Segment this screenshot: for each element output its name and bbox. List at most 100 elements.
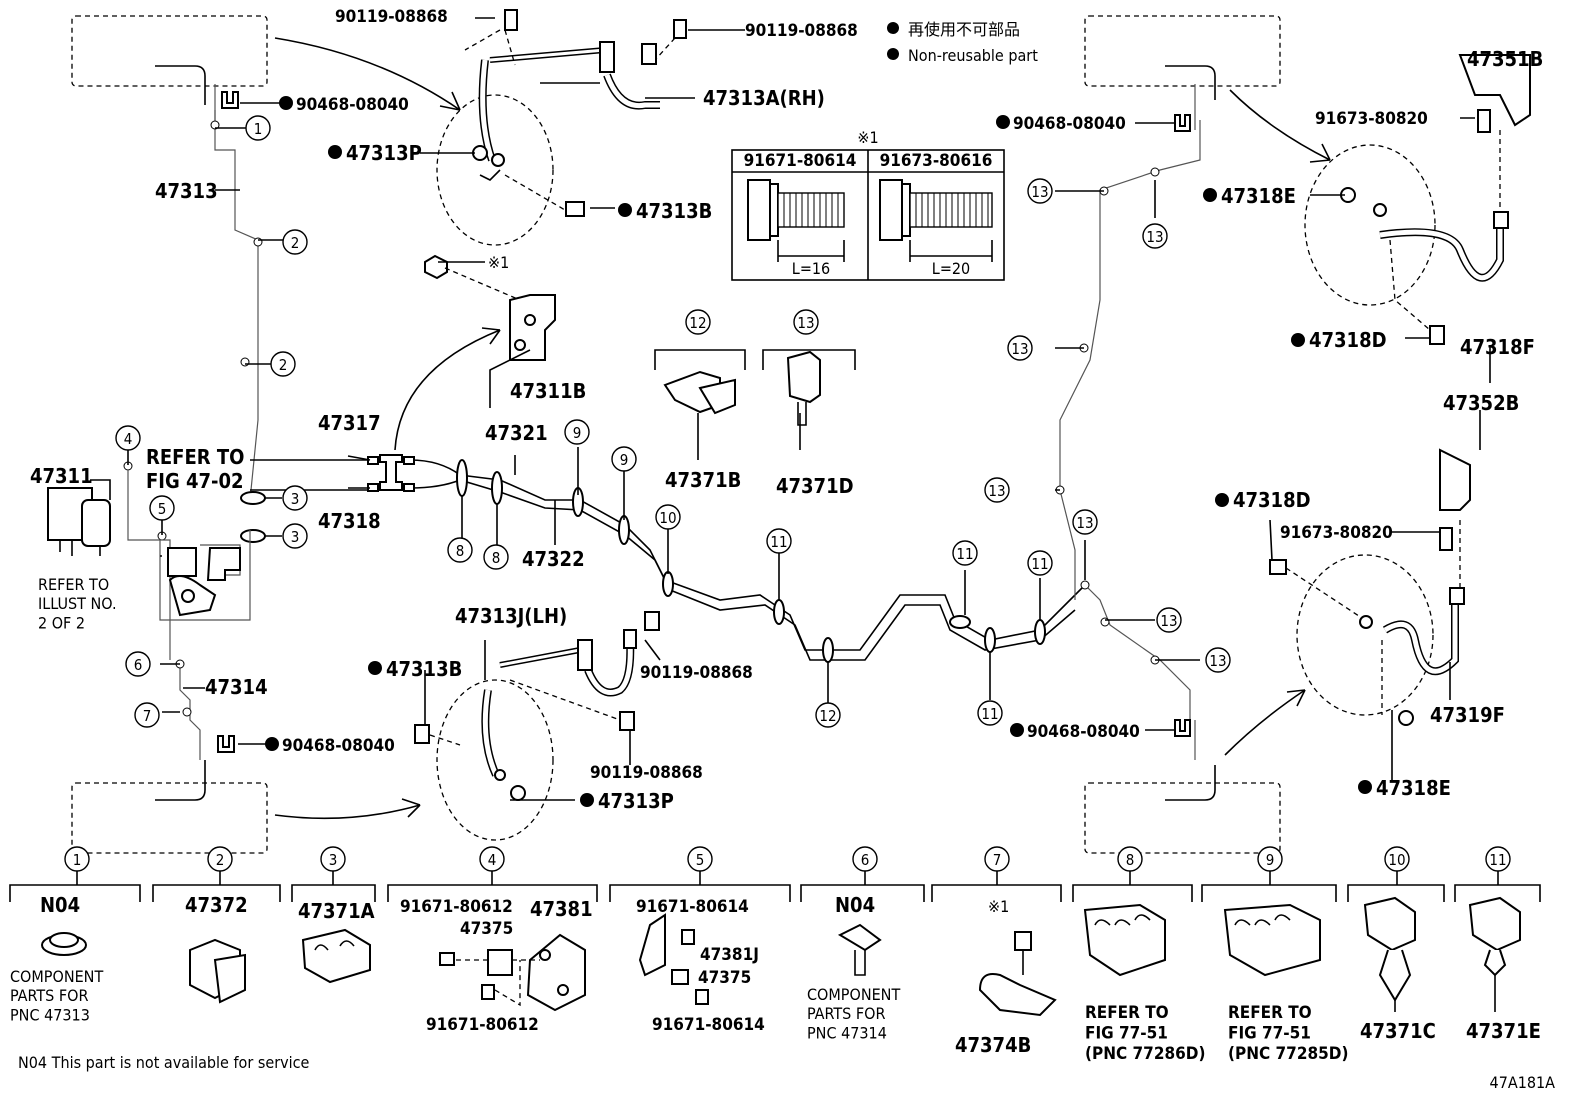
- bottom-code-4: 47381: [530, 897, 593, 921]
- index-circle-number: 9: [573, 424, 582, 442]
- index-circle-ring: [984, 846, 1010, 872]
- legend-en: Non-reusable part: [908, 46, 1038, 65]
- label-47313P: 47313P: [346, 141, 422, 165]
- clamp-47371D: [786, 350, 821, 404]
- index-circle-ring: [270, 351, 296, 377]
- actuator-motor: [81, 499, 111, 547]
- index-circle-number: 13: [1031, 183, 1048, 201]
- index-circle-7: 7: [134, 702, 160, 728]
- index-circle-9: 9: [611, 446, 637, 472]
- index-circle-13: 13: [1027, 178, 1053, 204]
- label-91673-b: 91673-80820: [1280, 523, 1393, 543]
- clip-11: [773, 599, 785, 625]
- label-90119: 90119-08868: [335, 7, 448, 27]
- union-block: [379, 454, 403, 491]
- label-47311B: 47311B: [510, 379, 586, 403]
- union-bolt-icon: [644, 611, 660, 631]
- grommet-clips: [217, 91, 1191, 753]
- label-47318E: 47318E: [1221, 184, 1296, 208]
- index-circle-number: 6: [134, 656, 143, 674]
- part-group-bracket: [800, 884, 925, 902]
- bottom-sub-4c: 91671-80612: [426, 1015, 539, 1035]
- frame-bottom-right: [1084, 782, 1281, 854]
- disc-outline: [436, 679, 554, 841]
- bolt-right-length: L=20: [932, 259, 970, 278]
- bolt-table-mark: ※1: [857, 128, 878, 147]
- index-circle-number: 12: [819, 707, 836, 725]
- clip-11: [1034, 619, 1046, 645]
- clamp-77286D-icon: [1083, 903, 1166, 977]
- leader: [215, 127, 287, 365]
- gasket-icon: [494, 769, 506, 781]
- clamp-47371E-pin: [1483, 949, 1507, 977]
- bracket-box: [167, 547, 197, 577]
- bolt-icon: [681, 929, 695, 945]
- hose-fill: [1379, 220, 1503, 281]
- hose-fitting: [1449, 587, 1465, 605]
- legend-dot-icon: [887, 22, 899, 34]
- nonreusable-dot-icon: [1010, 723, 1024, 737]
- index-circle-number: 4: [488, 851, 497, 869]
- index-circle-13: 13: [1142, 223, 1168, 249]
- bolt-thread-icon: [909, 192, 993, 228]
- index-circle-number: 2: [291, 234, 300, 252]
- index-circle-ring: [125, 651, 151, 677]
- bracket-47381-icon: [526, 933, 586, 1012]
- bracket-47351B: [1458, 54, 1531, 127]
- tube-hanger: [199, 84, 1196, 760]
- tube-main-lower: [409, 479, 1076, 661]
- clamp-slots: [1094, 914, 1151, 926]
- hose-stub: [155, 65, 206, 105]
- index-circle-ring: [115, 425, 141, 451]
- leader-dashed: [464, 29, 516, 66]
- arrow-head-icon: [1309, 143, 1331, 163]
- label-47319F: 47319F: [1430, 703, 1505, 727]
- index-circle-6: 6: [125, 651, 151, 677]
- index-circle-number: 7: [143, 707, 152, 725]
- bolt-icon: [1439, 527, 1453, 551]
- clip-icon: [217, 735, 235, 753]
- hose-stub: [1165, 765, 1216, 801]
- index-circle-ring: [479, 846, 505, 872]
- index-circle-number: 2: [279, 356, 288, 374]
- bolt-table-left-part: 91671-80614: [744, 151, 857, 171]
- legend: 再使用不可部品 Non-reusable part: [887, 20, 1038, 65]
- bolt-flange-icon: [769, 183, 779, 237]
- flare-nut: [367, 456, 379, 465]
- hose-fitting: [623, 629, 637, 649]
- label-90468: 90468-08040: [296, 95, 409, 115]
- index-circle-number: 5: [158, 500, 167, 518]
- index-circle-ring: [564, 419, 590, 445]
- group-bracket: [654, 349, 746, 370]
- index-circle-5: 5: [149, 495, 175, 521]
- leader-dashed: [1389, 239, 1431, 331]
- dimension-line: [777, 240, 845, 262]
- index-circle-number: 13: [797, 314, 814, 332]
- bolt-flange-icon: [901, 183, 911, 237]
- leader: [1055, 180, 1200, 661]
- clamp-dot: [1080, 580, 1090, 590]
- index-circle-number: 3: [291, 490, 300, 508]
- tube-right-upper: [1059, 120, 1201, 600]
- index-circle-number: 3: [291, 528, 300, 546]
- union-bolt-icon: [673, 19, 687, 39]
- label-90468: 90468-08040: [1027, 722, 1140, 742]
- index-circle-4: 4: [479, 846, 505, 872]
- index-circle-number: 8: [456, 542, 465, 560]
- leader: [160, 663, 205, 713]
- index-circle-ring: [1384, 846, 1410, 872]
- index-circle-ring: [1027, 178, 1053, 204]
- clip-11: [984, 627, 996, 653]
- bottom-sub-4b: 47375: [460, 919, 513, 939]
- nonreusable-dot-icon: [279, 96, 293, 110]
- bolt-thread-lines: [783, 193, 839, 227]
- bolt-head-icon: [879, 179, 903, 241]
- part-group-stem: [76, 870, 1499, 885]
- gasket-icon: [472, 145, 488, 161]
- arrow-head-icon: [481, 327, 501, 345]
